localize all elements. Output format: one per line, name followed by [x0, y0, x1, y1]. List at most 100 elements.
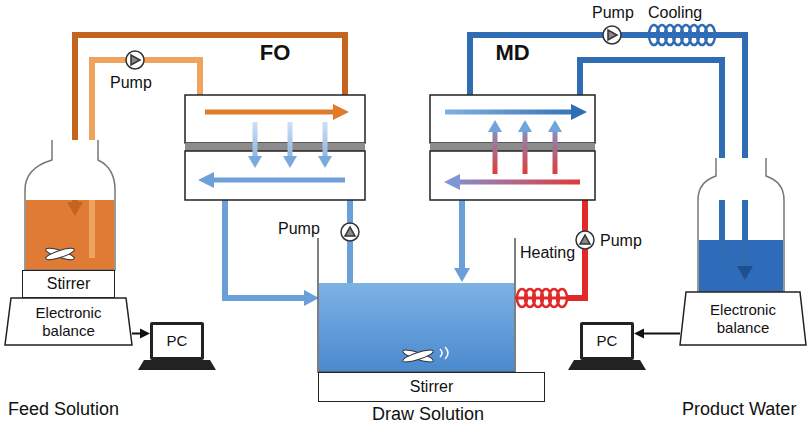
balance-platform: Electronic balance: [680, 292, 806, 345]
feed-bottle-glass: [25, 140, 115, 270]
graphic-part: [283, 156, 297, 168]
md-cold-flow: [445, 110, 573, 115]
graphic-part: [440, 347, 448, 359]
module-unit: FO: [185, 38, 365, 200]
md-hot-flow: [458, 180, 580, 185]
graphic-part: [131, 55, 140, 65]
fo-membrane: [185, 143, 365, 151]
laptop-pc: PC: [580, 322, 634, 360]
arrow-head: [140, 329, 150, 339]
graphic-part: [608, 30, 617, 40]
md-cold-channel: [430, 95, 595, 143]
md-draw-out-pipe: [459, 200, 465, 270]
fo-water-flux: [248, 122, 332, 168]
arrow-line: [643, 333, 680, 335]
module-unit: MD: [430, 38, 595, 200]
fo-feed-channel: [185, 95, 365, 143]
pump-symbol: [576, 231, 594, 249]
draw-stir-bar: [402, 347, 448, 364]
fo-draw-flow: [212, 178, 345, 183]
feed-return-arrowhead-inner: [67, 202, 83, 216]
feed-liquid: [26, 200, 114, 270]
module-heading: MD: [495, 40, 529, 65]
fo-draw-arrowhead: [304, 290, 319, 306]
product-bottle-glass: [698, 158, 784, 292]
graphic-part: [318, 156, 332, 168]
graphic-part: [488, 120, 502, 132]
arrow-line: [132, 333, 141, 335]
md-hot-flow-head: [444, 174, 460, 190]
data-link-arrow: [634, 329, 680, 339]
product-inner-pipe-inner: [719, 200, 725, 262]
graphic-part: [248, 156, 262, 168]
node-text: Electronic balance: [693, 301, 793, 336]
station-label: Product Water: [682, 399, 796, 420]
pump-symbol: [603, 26, 621, 44]
pump-label: Pump: [278, 220, 320, 238]
graphic-part: [603, 26, 621, 44]
pump-symbol: [341, 223, 359, 241]
arrow-head: [634, 329, 644, 339]
graphic-part: [341, 223, 359, 241]
graphic-part: [45, 246, 76, 262]
heating-coil: [517, 289, 567, 307]
draw-tank-wall: [318, 238, 515, 372]
balance-shape: [680, 292, 806, 345]
pump-label: Pump: [600, 232, 642, 250]
node-text: Stirrer: [47, 275, 91, 293]
fo-feed-flow-head: [333, 104, 349, 120]
laptop-pc: PC: [150, 322, 204, 360]
laptop-base: [138, 360, 216, 370]
md-membrane: [430, 143, 595, 151]
graphic-part: [553, 130, 558, 174]
graphic-part: [493, 130, 498, 174]
graphic-part: [557, 289, 567, 307]
module-heading: FO: [260, 40, 291, 65]
graphic-part: [548, 120, 562, 132]
fo-draw-channel: [185, 151, 365, 200]
node-text: Stirrer: [410, 378, 454, 396]
node-text: Electronic balance: [19, 304, 119, 339]
coil-label: Heating: [520, 244, 575, 262]
product-bottle-outline: [698, 158, 784, 292]
graphic-part: [523, 130, 528, 174]
graphic-part: [402, 348, 435, 365]
product-outer-pipe-inner: [742, 200, 748, 268]
feed-bottle-outline: [25, 140, 115, 270]
graphic-part: [126, 51, 144, 69]
station-label: Draw Solution: [372, 404, 484, 425]
product-liquid: [699, 240, 783, 292]
graphic-part: [518, 120, 532, 132]
pump-label: Pump: [110, 74, 152, 92]
fo-feed-flow: [205, 110, 335, 115]
pc-label: PC: [597, 332, 618, 349]
graphic-part: [323, 122, 328, 158]
fo-draw-out-pipe: [225, 200, 306, 298]
md-hot-channel: [430, 151, 595, 200]
graphic-part: [45, 246, 76, 262]
product-arrowhead-inner: [737, 266, 753, 280]
data-link-arrow: [132, 329, 150, 339]
feed-stir-bar: [45, 246, 76, 262]
balance-platform: Electronic balance: [5, 298, 132, 345]
md-vapour-flux: [488, 120, 562, 174]
graphic-part: [705, 25, 715, 45]
pc-label: PC: [167, 332, 188, 349]
graphic-part: [345, 227, 355, 236]
graphic-part: [576, 231, 594, 249]
md-cold-flow-head: [571, 104, 587, 120]
laptop-base: [568, 360, 646, 370]
balance-shape: [5, 298, 132, 345]
cooling-coil: [649, 25, 715, 45]
graphic-part: [580, 235, 590, 244]
stirrer-box: Stirrer: [318, 372, 545, 402]
feed-supply-pipe-inner: [89, 200, 95, 258]
pump-symbol: [126, 51, 144, 69]
pump-label: Pump: [592, 4, 634, 22]
coil-label: Cooling: [648, 4, 702, 22]
graphic-part: [253, 122, 258, 158]
draw-water: [319, 283, 514, 372]
